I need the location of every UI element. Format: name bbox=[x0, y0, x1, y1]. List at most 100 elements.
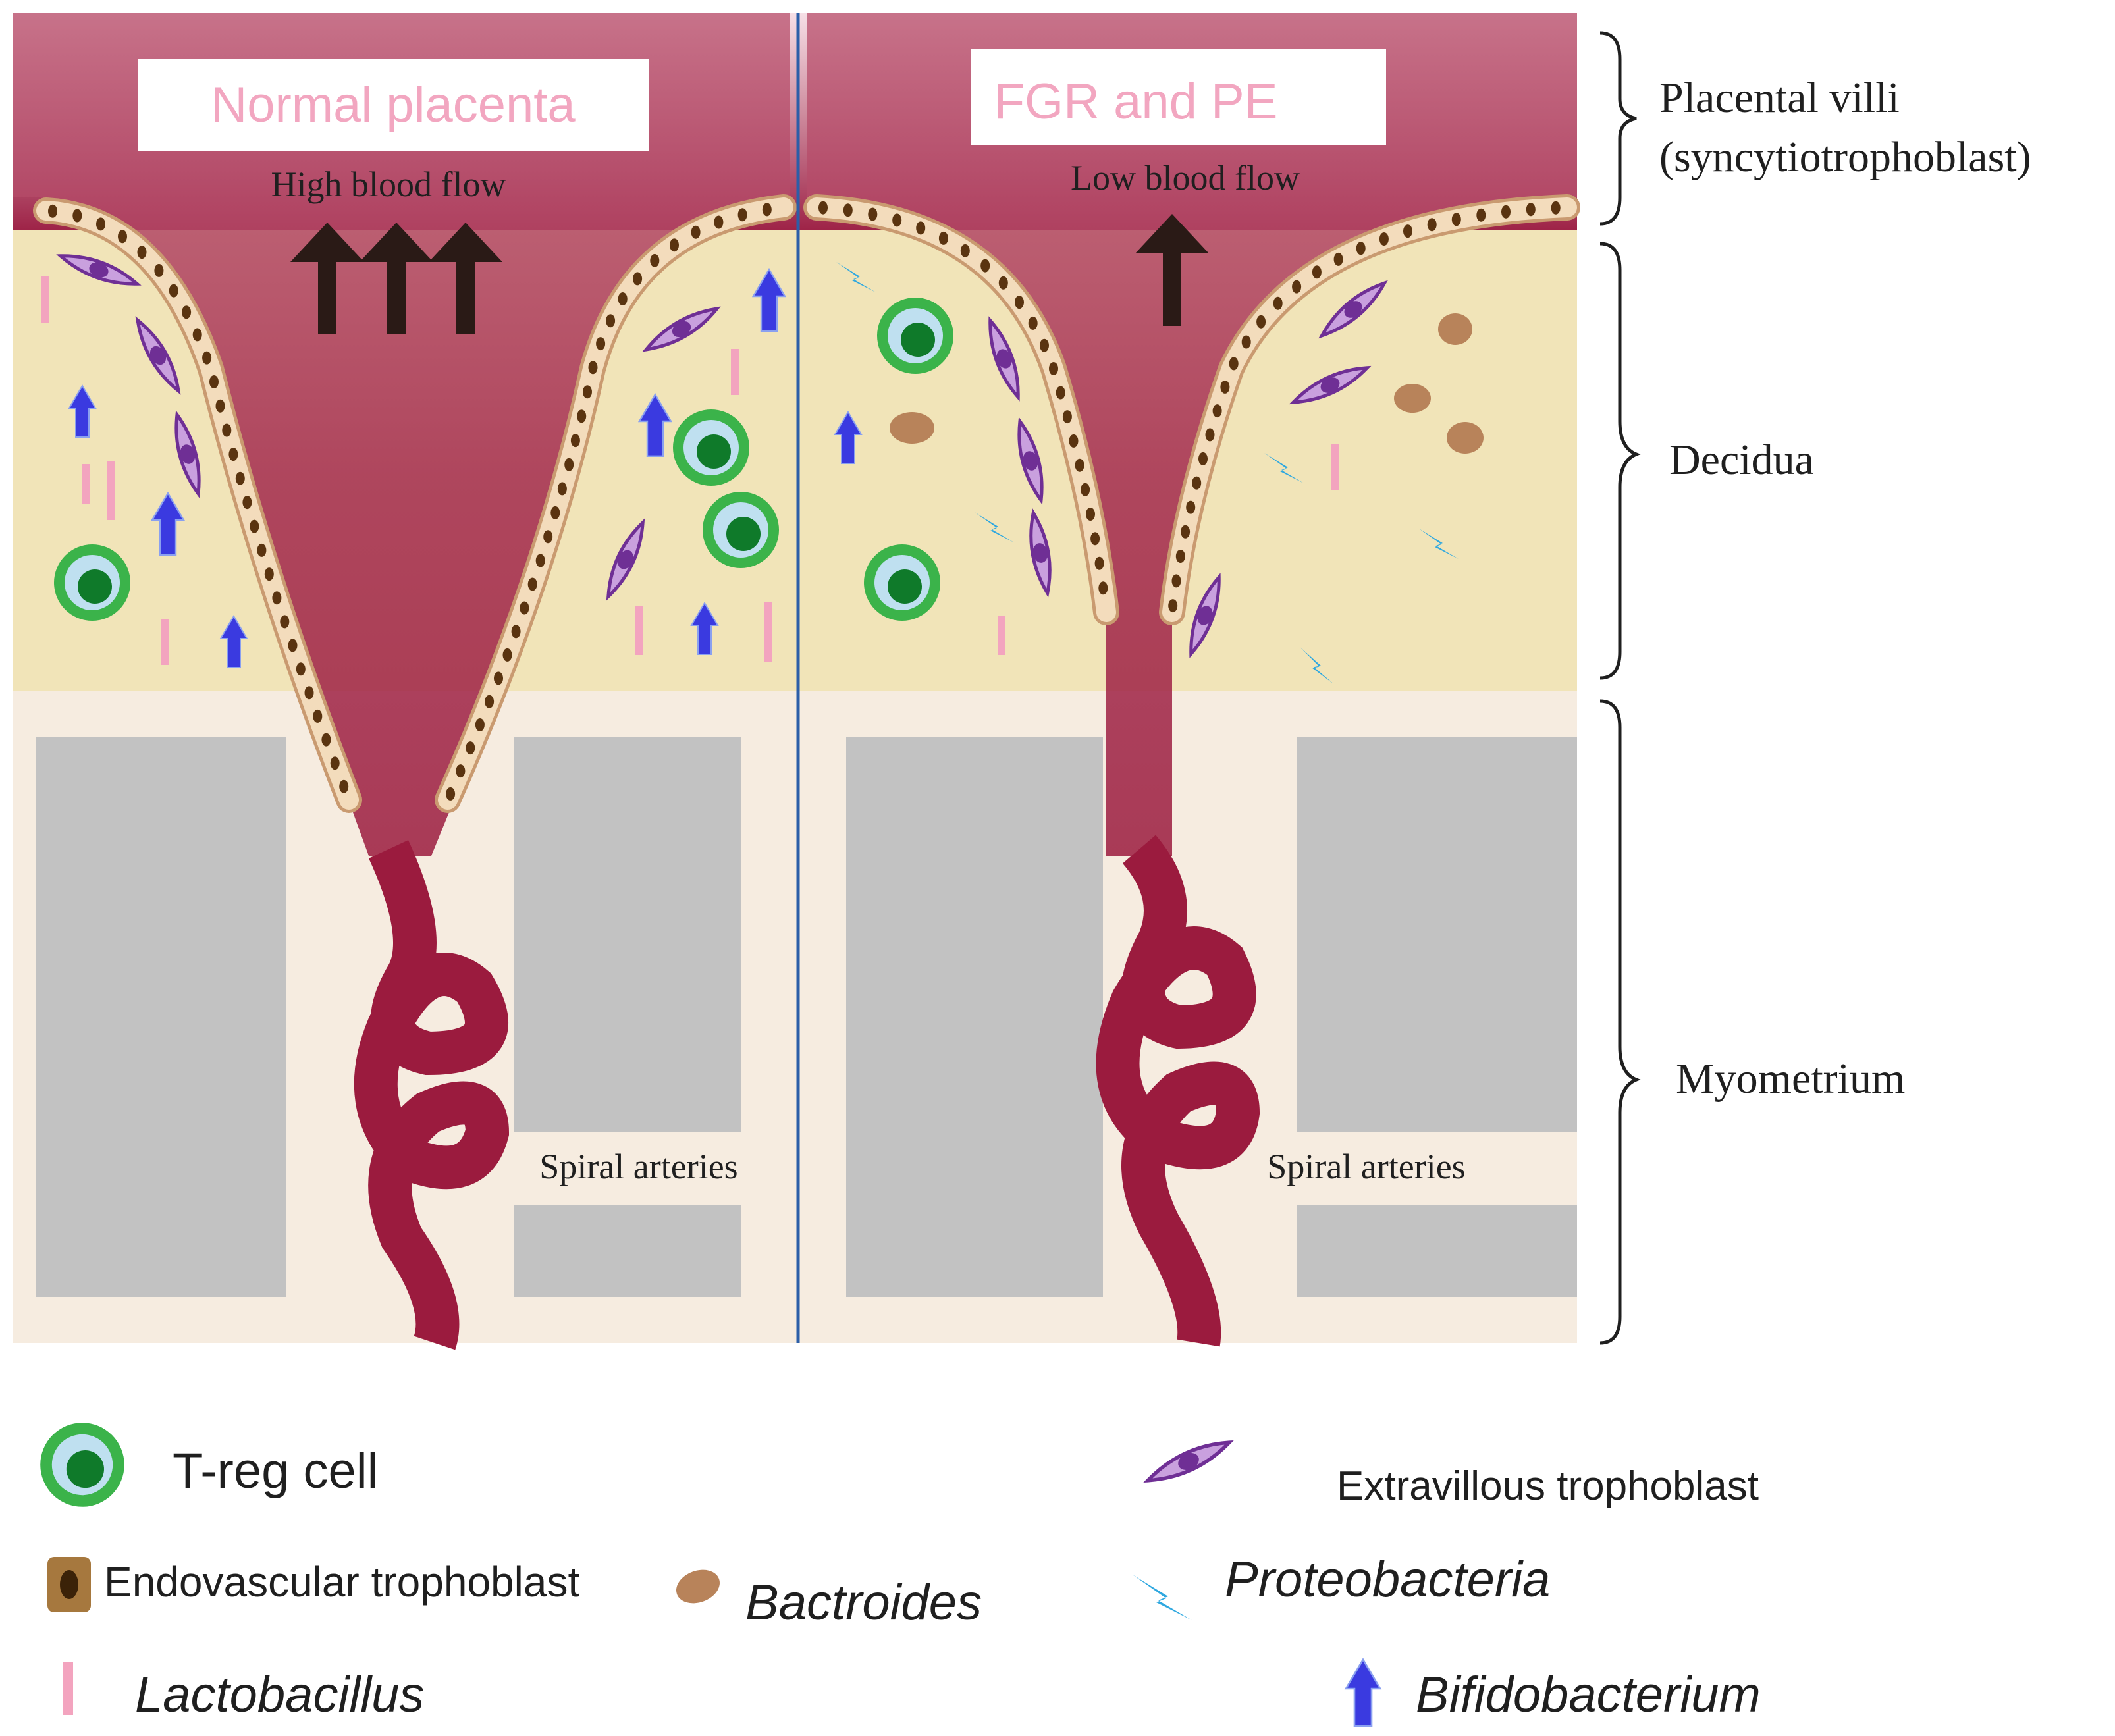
trophoblast-nucleus bbox=[1175, 550, 1185, 563]
trophoblast-nucleus bbox=[1181, 525, 1191, 539]
trophoblast-nucleus bbox=[96, 217, 105, 231]
trophoblast-nucleus bbox=[339, 779, 349, 793]
trophoblast-nucleus bbox=[588, 361, 598, 375]
trophoblast-nucleus bbox=[1015, 296, 1024, 309]
trophoblast-nucleus bbox=[446, 787, 456, 801]
lactobacillus bbox=[161, 619, 169, 665]
treg-icon bbox=[40, 1423, 124, 1507]
lactobacillus bbox=[1331, 444, 1339, 490]
legend-treg-label: T-reg cell bbox=[173, 1443, 379, 1499]
spiral-artery-fgr bbox=[1096, 835, 1260, 1347]
trophoblast-nucleus bbox=[304, 686, 314, 700]
trophoblast-nucleus bbox=[564, 458, 574, 471]
lactobacillus bbox=[998, 616, 1005, 655]
treg-cell bbox=[54, 544, 130, 621]
diagram-panel: Normal placenta FGR and PE High blood fl… bbox=[13, 13, 1580, 1350]
lactobacillus bbox=[764, 602, 772, 662]
trophoblast-nucleus bbox=[1075, 458, 1084, 472]
trophoblast-nucleus bbox=[1212, 404, 1222, 418]
trophoblast-nucleus bbox=[475, 718, 485, 731]
legend-endo-label: Endovascular trophoblast bbox=[104, 1558, 579, 1606]
normal-title: Normal placenta bbox=[211, 77, 576, 133]
trophoblast-nucleus bbox=[137, 246, 147, 259]
legend-lacto-label: Lactobacillus bbox=[135, 1667, 424, 1723]
legend: T-reg cell Extravillous trophoblast Endo… bbox=[40, 1423, 1761, 1727]
trophoblast-nucleus bbox=[209, 375, 219, 388]
trophoblast-nucleus bbox=[1069, 434, 1079, 448]
fgr-artery-label: Spiral arteries bbox=[1267, 1147, 1465, 1186]
trophoblast-nucleus bbox=[1451, 213, 1461, 226]
trophoblast-nucleus bbox=[596, 337, 606, 351]
decidua-label: Decidua bbox=[1669, 436, 1814, 484]
trophoblast-nucleus bbox=[321, 733, 331, 747]
treg-cell bbox=[673, 409, 749, 486]
trophoblast-nucleus bbox=[202, 351, 212, 365]
trophoblast-nucleus bbox=[1040, 338, 1049, 352]
trophoblast-nucleus bbox=[633, 272, 643, 286]
trophoblast-nucleus bbox=[843, 203, 853, 217]
lactobacillus bbox=[41, 276, 49, 323]
lactobacillus-icon bbox=[63, 1662, 73, 1715]
trophoblast-nucleus bbox=[1171, 574, 1181, 588]
legend-bact: Bactroides bbox=[676, 1569, 982, 1631]
treg-cell bbox=[864, 544, 940, 621]
spiral-artery-normal bbox=[354, 840, 510, 1350]
fgr-flow-label: Low blood flow bbox=[1071, 158, 1300, 197]
trophoblast-nucleus bbox=[313, 709, 323, 723]
trophoblast-nucleus bbox=[762, 203, 772, 217]
legend-proteo: Proteobacteria bbox=[1133, 1552, 1550, 1620]
villi-label-line2: (syncytiotrophoblast) bbox=[1659, 133, 2031, 181]
trophoblast-nucleus bbox=[502, 648, 512, 662]
lactobacillus bbox=[82, 464, 90, 504]
trophoblast-nucleus bbox=[1098, 581, 1108, 595]
trophoblast-nucleus bbox=[72, 209, 82, 223]
low-flow-arrow bbox=[1135, 214, 1209, 326]
trophoblast-nucleus bbox=[494, 671, 503, 685]
trophoblast-nucleus bbox=[257, 543, 267, 557]
proteobacteria-icon bbox=[1133, 1575, 1192, 1620]
legend-proteo-label: Proteobacteria bbox=[1225, 1552, 1550, 1608]
trophoblast-nucleus bbox=[215, 399, 225, 413]
trophoblast-nucleus bbox=[1241, 335, 1251, 349]
trophoblast-nucleus bbox=[527, 577, 537, 591]
lactobacillus bbox=[107, 461, 115, 520]
flow-arrow bbox=[429, 223, 502, 334]
decidua-cells bbox=[41, 249, 1484, 684]
trophoblast-nucleus bbox=[1427, 218, 1437, 232]
trophoblast-nucleus bbox=[511, 625, 521, 639]
bacteroides bbox=[890, 412, 934, 444]
trophoblast-nucleus bbox=[691, 225, 701, 239]
trophoblast-nucleus bbox=[618, 292, 628, 305]
trophoblast-nucleus bbox=[1062, 410, 1072, 424]
trophoblast-nucleus bbox=[222, 423, 232, 437]
trophoblast-nucleus bbox=[154, 263, 164, 277]
trophoblast-nucleus bbox=[1256, 315, 1266, 329]
trophoblast-nucleus bbox=[818, 201, 828, 215]
evt-icon bbox=[1144, 1434, 1233, 1488]
trophoblast-nucleus bbox=[650, 253, 660, 267]
trophoblast-nucleus bbox=[670, 238, 679, 252]
villi-label-line1: Placental villi bbox=[1659, 74, 1900, 122]
lactobacillus bbox=[731, 349, 739, 395]
trophoblast-nucleus bbox=[606, 314, 616, 328]
trophoblast-nucleus bbox=[330, 756, 340, 770]
legend-bifido: Bifidobacterium bbox=[1345, 1658, 1761, 1727]
trophoblast-nucleus bbox=[264, 567, 274, 581]
high-flow-arrows bbox=[290, 223, 502, 334]
legend-endo: Endovascular trophoblast bbox=[47, 1557, 579, 1612]
trophoblast-nucleus bbox=[1403, 224, 1412, 238]
trophoblast-nucleus bbox=[960, 244, 970, 257]
trophoblast-nucleus bbox=[1229, 357, 1239, 371]
bacteroides bbox=[1394, 384, 1431, 413]
flow-arrow bbox=[360, 223, 433, 334]
trophoblast-nucleus bbox=[1312, 265, 1322, 279]
trophoblast-nucleus bbox=[714, 215, 724, 229]
trophoblast-nucleus bbox=[1049, 362, 1058, 375]
trophoblast-nucleus bbox=[1086, 508, 1095, 521]
trophoblast-nucleus bbox=[916, 221, 926, 235]
trophoblast-nucleus bbox=[466, 741, 475, 755]
trophoblast-nucleus bbox=[1379, 232, 1389, 246]
normal-artery-label: Spiral arteries bbox=[539, 1147, 737, 1186]
trophoblast-nucleus bbox=[570, 434, 580, 448]
fgr-title-box bbox=[971, 49, 1386, 145]
